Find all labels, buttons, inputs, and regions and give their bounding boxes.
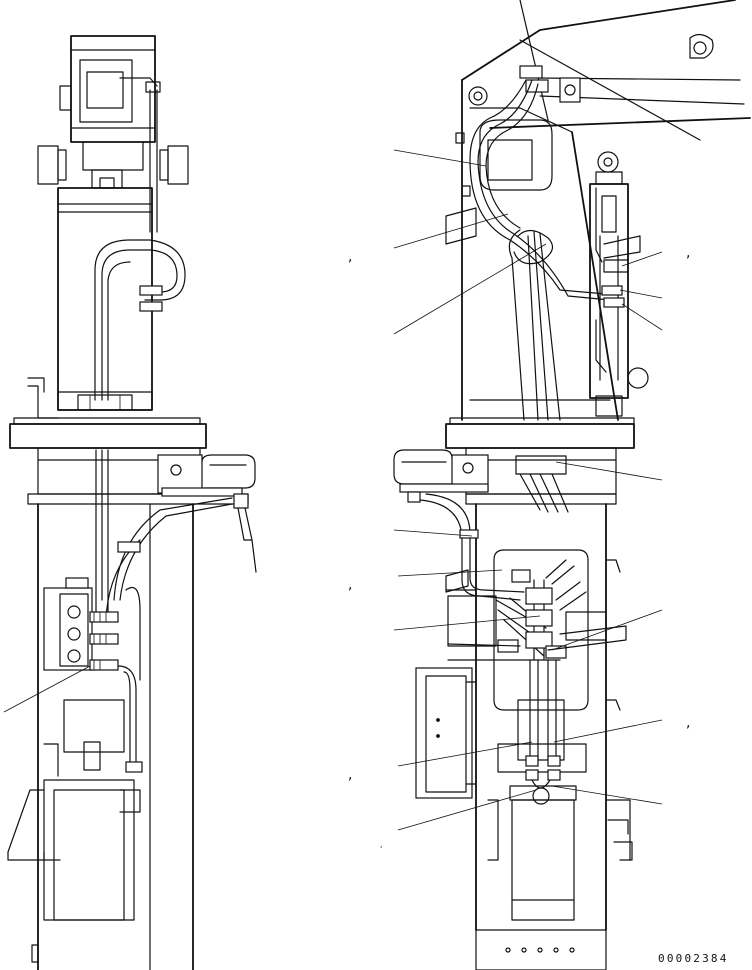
leader-line-1 <box>393 149 487 167</box>
right-side-box <box>415 667 477 799</box>
left-view <box>3 35 257 970</box>
left-column-body <box>37 503 194 970</box>
left-tank <box>43 665 143 921</box>
right-filter-motor <box>487 699 587 921</box>
leader-line-4 <box>621 251 663 267</box>
right-boom-bracket <box>455 65 619 421</box>
right-valve-box <box>393 449 489 503</box>
leader-line-14 <box>551 785 663 805</box>
leader-line-6 <box>621 303 663 331</box>
callout-comma-5: , <box>348 767 353 783</box>
left-lever <box>27 377 59 419</box>
leader-line-7 <box>555 461 663 481</box>
leader-line-5 <box>619 289 663 299</box>
leader-line-9 <box>397 569 503 577</box>
left-hose-loop <box>94 81 186 401</box>
leader-line-left-1 <box>3 665 91 713</box>
callout-comma-2: , <box>686 245 691 261</box>
leader-line-8 <box>393 529 473 537</box>
leader-line-12 <box>553 719 663 743</box>
left-bottom-bracket <box>7 789 61 861</box>
leader-line-15 <box>397 789 537 831</box>
right-control-valve <box>447 559 627 761</box>
left-base-plate <box>31 944 39 963</box>
right-boom-cylinder <box>589 151 649 417</box>
leader-line-13 <box>397 741 533 767</box>
left-cylinder <box>57 141 153 411</box>
leader-line-3 <box>393 243 547 335</box>
leader-line-10 <box>393 615 541 631</box>
left-valve-box <box>157 454 257 573</box>
callout-comma-3: , <box>348 577 353 593</box>
leader-line-2 <box>393 213 509 249</box>
left-side-knobs <box>37 145 189 185</box>
leader-lines-right <box>393 149 663 831</box>
leader-line-11 <box>551 609 663 651</box>
right-column-body <box>475 503 607 970</box>
left-hose-bundle <box>95 449 233 681</box>
callout-comma-1: , <box>348 249 353 265</box>
left-control-valve <box>43 577 119 671</box>
right-hose-down <box>419 493 525 621</box>
right-lever <box>607 819 633 861</box>
drawing-number: 00002384 <box>658 952 729 965</box>
right-slewing-flange <box>445 417 635 505</box>
callout-comma-4: , <box>686 715 691 731</box>
right-column-opening <box>493 549 631 861</box>
right-flange-clamp <box>515 455 569 513</box>
left-head-bracket <box>59 35 158 143</box>
callout-dot: , <box>380 840 383 849</box>
right-view <box>393 0 751 970</box>
right-boom <box>461 0 751 141</box>
right-boom-hoses <box>445 79 641 421</box>
